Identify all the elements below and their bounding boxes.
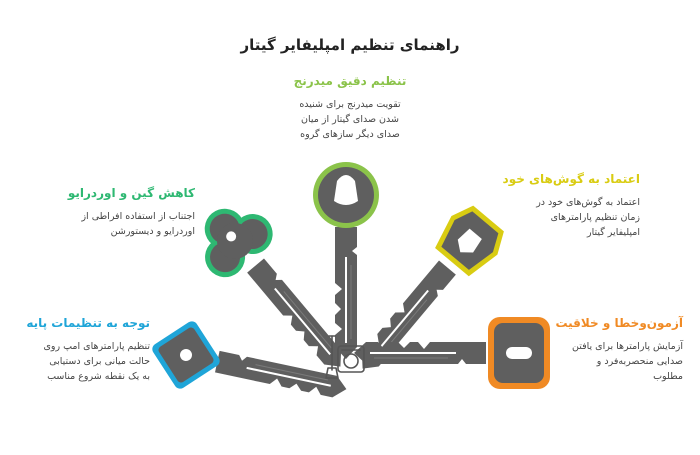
page-title: راهنمای تنظیم امپلیفایر گیتار [240, 36, 460, 54]
step-trust-ears: اعتماد به گوش‌های خود اعتماد به گوش‌های … [490, 172, 640, 240]
step-description: تنظیم پارامترهای امپ روی حالت میانی برای… [43, 341, 150, 382]
key-trial-error [353, 317, 550, 389]
step-base-settings: توجه به تنظیمات پایه تنظیم پارامترهای ام… [20, 316, 150, 384]
step-heading: اعتماد به گوش‌های خود [502, 172, 640, 186]
step-description: آزمایش پارامترها برای یافتن صدایی منحصرب… [571, 341, 683, 382]
step-description: اجتناب از استفاده افراطی از اوردرایو و د… [81, 211, 195, 237]
step-heading: آزمون‌وخطا و خلاقیت [555, 316, 683, 330]
step-heading: تنظیم دقیق میدرنج [293, 74, 407, 88]
key-trust-ears [353, 205, 504, 377]
step-description: اعتماد به گوش‌های خود در زمان تنظیم پارا… [536, 197, 640, 238]
step-midrange: تنظیم دقیق میدرنج تقویت میدرنج برای شنید… [250, 74, 450, 142]
step-description: تقویت میدرنج برای شنیده شدن صدای گیتار ا… [299, 99, 401, 140]
step-reduce-gain: کاهش گین و اوردرایو اجتناب از استفاده اف… [30, 186, 195, 239]
step-trial-error: آزمون‌وخطا و خلاقیت آزمایش پارامترها برا… [525, 316, 683, 384]
key-midrange [313, 162, 379, 360]
step-heading: کاهش گین و اوردرایو [67, 186, 195, 200]
key-reduce-gain [204, 208, 350, 375]
guitar-amp-icon [325, 335, 365, 379]
key-base-settings [152, 321, 350, 401]
step-heading: توجه به تنظیمات پایه [26, 316, 150, 330]
